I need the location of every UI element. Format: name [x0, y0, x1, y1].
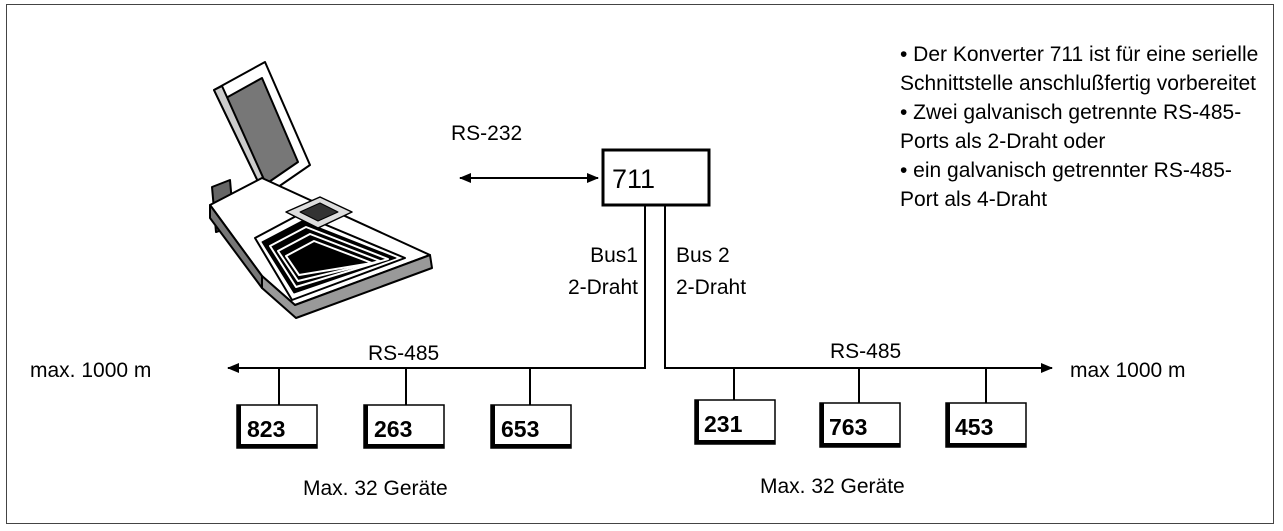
device-263: 263 — [363, 404, 445, 449]
device-823: 823 — [236, 404, 318, 449]
converter-711-label: 711 — [612, 164, 655, 194]
device-453: 453 — [945, 402, 1027, 448]
left-bus-line — [227, 205, 646, 373]
bus1-type: 2-Draht — [568, 276, 638, 299]
device-label: 263 — [374, 416, 412, 442]
feature-notes: • Der Konverter 711 ist für eine seriell… — [900, 40, 1260, 214]
bus1-name: Bus1 — [590, 244, 638, 267]
device-763: 763 — [819, 402, 901, 448]
note-item: • ein galvanisch getrennter RS-485-Port … — [900, 159, 1232, 211]
right-bus-label: RS-485 — [830, 340, 901, 363]
left-bus-label: RS-485 — [368, 342, 439, 365]
device-653: 653 — [490, 404, 572, 449]
device-231: 231 — [694, 399, 776, 445]
right-range-label: max 1000 m — [1070, 359, 1186, 382]
rs232-label: RS-232 — [451, 122, 522, 145]
diagram-frame — [6, 4, 1274, 524]
right-bus-line — [664, 205, 1053, 373]
device-label: 653 — [501, 416, 539, 442]
device-label: 231 — [704, 411, 743, 437]
left-range-label: max. 1000 m — [30, 359, 151, 382]
converter-711-box — [601, 148, 711, 207]
device-label: 453 — [955, 414, 993, 440]
bus2-name: Bus 2 — [676, 244, 730, 267]
bus2-type: 2-Draht — [676, 276, 746, 299]
device-label: 823 — [247, 416, 285, 442]
laptop-icon — [209, 61, 433, 319]
device-label: 763 — [829, 414, 867, 440]
left-capacity-caption: Max. 32 Geräte — [303, 477, 448, 500]
right-capacity-caption: Max. 32 Geräte — [760, 475, 905, 498]
note-item: • Der Konverter 711 ist für eine seriell… — [900, 43, 1259, 95]
note-item: • Zwei galvanisch getrennte RS-485-Ports… — [900, 101, 1242, 153]
left-devices: 823 263 653 — [236, 368, 572, 449]
right-devices: 231 763 453 — [694, 368, 1027, 448]
